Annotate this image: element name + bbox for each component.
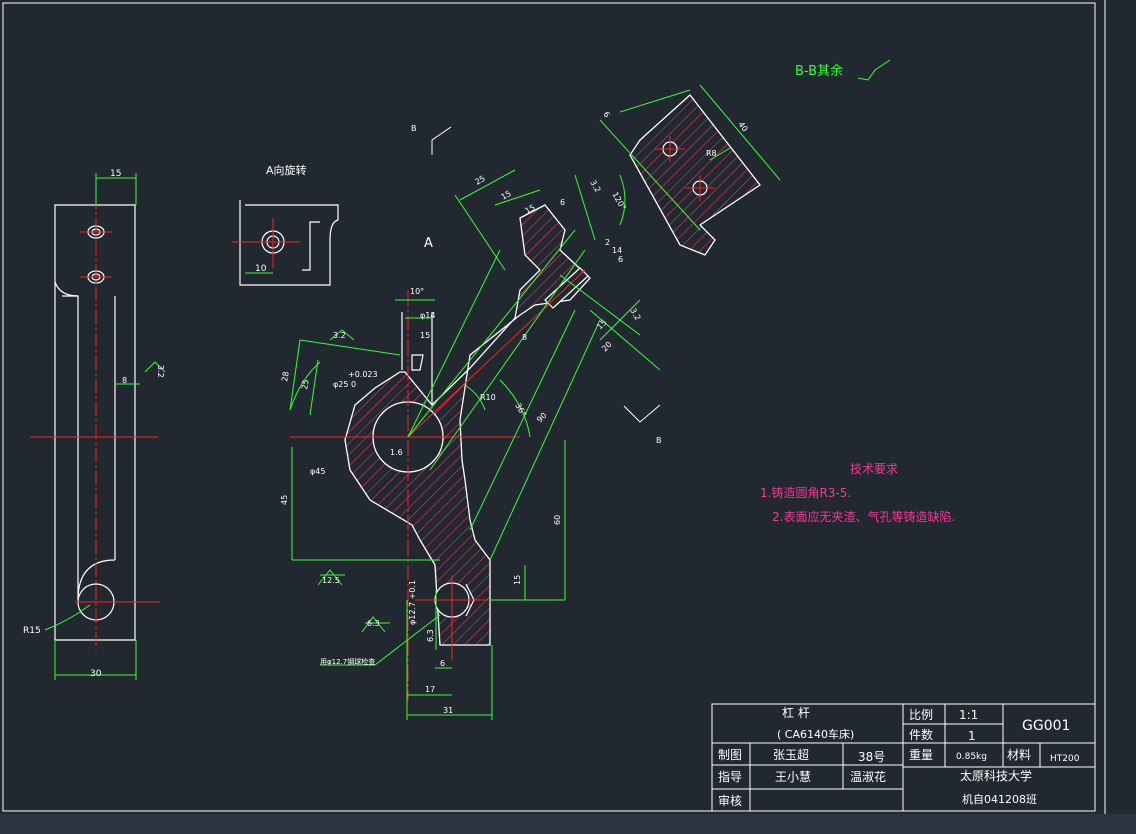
drill-note: 用φ12.7钢球检查 (320, 657, 375, 666)
view-label-a: A (424, 236, 433, 251)
section-mark-b-top: B (411, 124, 417, 133)
dim-tolerance: +0.023 (348, 370, 378, 379)
dim-phi12.7: φ12.7 +0.1 (408, 580, 417, 625)
guide-name: 王小慧 (775, 769, 811, 784)
class-name: 机自041208班 (962, 792, 1037, 806)
part-name: 杠 杆 (782, 705, 810, 720)
dim-phi25: φ25 0 (333, 380, 356, 389)
dim-3.2-slot: 3.2 (628, 307, 642, 323)
bb-centerlines (655, 136, 715, 201)
section-arrow-bottom (623, 404, 661, 423)
dim-15-right: 15 (513, 575, 522, 585)
dim-60: 60 (553, 515, 562, 525)
dim-r8: R8 (706, 149, 717, 158)
scale-value: 1:1 (959, 708, 978, 722)
school-name: 太原科技大学 (960, 768, 1032, 783)
drawing-number: GG001 (1022, 718, 1070, 734)
dim-45: 45 (280, 495, 289, 505)
bb-section (629, 94, 761, 256)
view-a-title: A向旋转 (266, 163, 307, 177)
guide-name-2: 温淑花 (850, 769, 886, 784)
weight-value: 0.85kg (956, 752, 987, 762)
dim-6.3b: 6.3 (426, 629, 435, 642)
dim-20: 20 (600, 340, 614, 354)
main-dimension-lines (289, 59, 891, 720)
dim-25-arm: 25 (474, 174, 487, 187)
dim-40: 40 (736, 120, 749, 134)
dim-3.2-arm: 3.2 (588, 179, 602, 195)
tech-line-2: 2.表面应无夹渣、气孔等铸造缺陷. (772, 509, 955, 524)
side-view (54, 204, 136, 641)
dim-25-left: 25 (300, 379, 311, 391)
dim-phi14: φ14 (420, 311, 435, 320)
dim-6-bb: 6 (601, 110, 611, 119)
dim-1.6: 1.6 (390, 448, 403, 457)
main-centerlines (290, 269, 586, 700)
section-mark-b-bottom: B (656, 436, 662, 445)
side-view-dimensions (44, 173, 166, 680)
dim-15-arm: 15 (500, 189, 513, 202)
tech-title: 技术要求 (850, 462, 898, 476)
side-roughness-3.2: 3.2 (156, 365, 165, 378)
title-block-grid (711, 703, 1096, 812)
dim-10deg: 10° (410, 287, 424, 296)
dim-6-slot: 6 (618, 255, 623, 264)
side-dim-30: 30 (90, 669, 102, 679)
side-view-centerlines (30, 195, 160, 650)
dim-17: 17 (425, 685, 435, 694)
dim-15-slot: 15 (595, 318, 609, 332)
drawing-border (2, 2, 1096, 812)
section-note: B-B其余 (795, 63, 843, 79)
dim-6: 6 (440, 659, 445, 668)
drawn-label: 制图 (718, 748, 742, 762)
lever-upper-boss (401, 312, 433, 405)
weight-label: 重量 (909, 748, 933, 762)
view-a-centerlines (232, 218, 300, 268)
dim-r10: R10 (480, 393, 496, 402)
scale-label: 比例 (909, 708, 933, 722)
dim-15-top: 15 (420, 331, 430, 340)
dim-14: 14 (612, 246, 622, 255)
dim-2: 2 (605, 238, 610, 247)
dim-phi45: φ45 (310, 467, 325, 476)
review-label: 审核 (718, 793, 742, 808)
dim-6-arm: 6 (560, 198, 565, 207)
tech-line-1: 1.铸造圆角R3-5. (760, 485, 851, 500)
status-bar (0, 814, 1136, 834)
material-value: HT200 (1050, 754, 1080, 764)
qty-value: 1 (968, 729, 976, 743)
dim-6.3: 6.3 (367, 619, 380, 628)
side-radius-r15: R15 (23, 626, 41, 636)
view-a-dim-10: 10 (255, 264, 267, 274)
dim-8-web: 8 (522, 333, 527, 342)
qty-label: 件数 (909, 727, 933, 742)
dim-31: 31 (443, 706, 453, 715)
drawn-number: 38号 (858, 750, 885, 764)
side-dim-8: 8 (122, 376, 127, 385)
guide-label: 指导 (718, 769, 742, 784)
section-arrow-top (431, 126, 452, 155)
side-dim-15: 15 (110, 169, 121, 179)
drawn-name: 张玉超 (773, 747, 809, 762)
machine-name: ( CA6140车床) (777, 727, 854, 741)
dim-3.2-left: 3.2 (333, 331, 346, 340)
dim-28: 28 (280, 371, 291, 383)
dim-12.5: 12.5 (322, 576, 340, 585)
dim-36deg: 36° (513, 402, 528, 419)
material-label: 材料 (1007, 748, 1031, 762)
dim-15-arm-b: 15 (524, 203, 537, 216)
dim-90: 90 (535, 411, 549, 425)
